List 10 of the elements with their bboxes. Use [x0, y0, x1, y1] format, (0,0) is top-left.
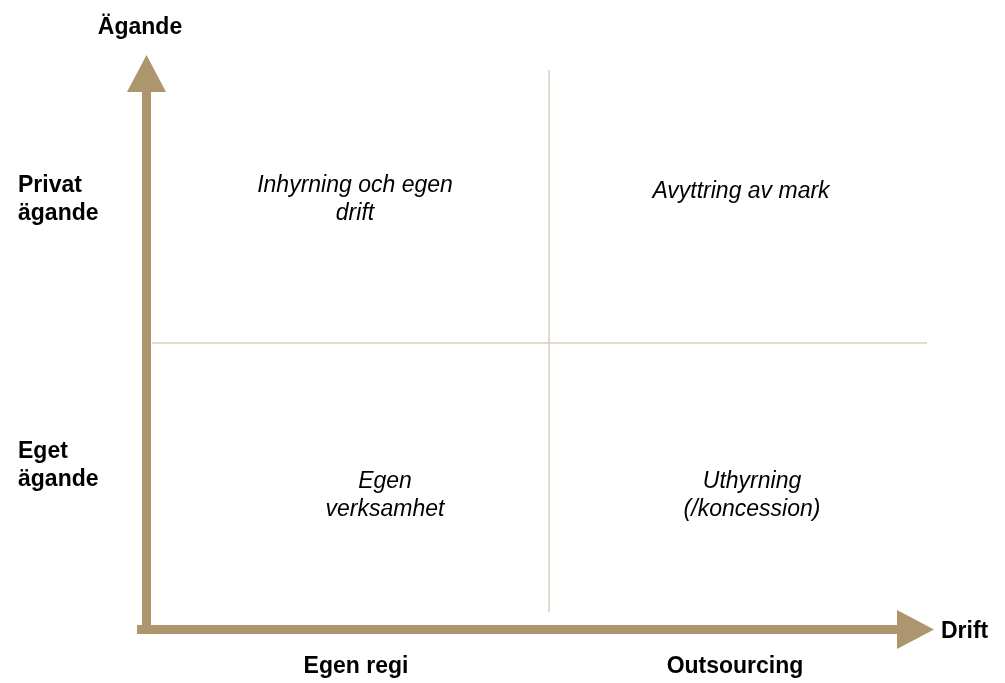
axis-category-label: Egen regi [302, 651, 410, 679]
axis-category-label: Privat ägande [18, 170, 100, 226]
quadrant-label: Uthyrning (/koncession) [682, 466, 822, 522]
quadrant-label: Avyttring av mark [650, 176, 831, 204]
axis-title: Ägande [96, 12, 184, 40]
axis-title: Drift [941, 616, 990, 644]
axis-category-label: Eget ägande [18, 436, 100, 492]
quadrant-label: Inhyrning och egen drift [256, 170, 454, 226]
quadrant-label: Egen verksamhet [324, 466, 446, 522]
axis-category-label: Outsourcing [665, 651, 805, 679]
